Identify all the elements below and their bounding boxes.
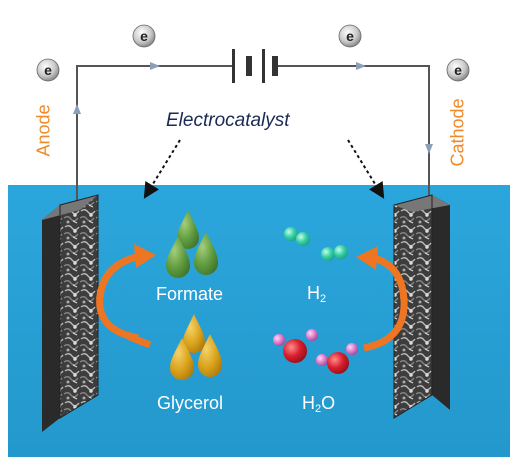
- h2-label: H2: [307, 283, 326, 305]
- formate-label: Formate: [156, 284, 224, 304]
- anode-electrode: [42, 194, 99, 432]
- electron-label: e: [346, 28, 354, 44]
- hydrogen-molecules-icon: [284, 227, 348, 261]
- glycerol-droplets-icon: [170, 314, 222, 380]
- electron-icon: [36, 24, 470, 82]
- glycerol-label: Glycerol: [157, 393, 224, 413]
- cathode-label: Cathode: [447, 98, 468, 167]
- h2-subscript: 2: [320, 293, 327, 305]
- reduction-arrow: [363, 254, 408, 352]
- electron-label: e: [454, 62, 462, 78]
- current-arrow-cathode: [425, 144, 433, 154]
- h2o-hydrogen: H: [302, 393, 315, 413]
- anode-label: Anode: [33, 104, 54, 157]
- current-arrow-anode: [73, 104, 81, 114]
- oxidation-arrow: [96, 252, 141, 342]
- formate-droplets-icon: [166, 210, 218, 278]
- circuit-wire: [76, 65, 430, 205]
- h2-symbol: H: [307, 283, 320, 303]
- reduction-arrowhead: [356, 246, 378, 270]
- anode-return-arrow: [128, 333, 152, 349]
- h2o-label: H2O: [302, 393, 335, 415]
- electron-label: e: [44, 62, 52, 78]
- water-molecules-icon: [273, 329, 358, 374]
- oxidation-arrowhead: [134, 244, 156, 268]
- catalyst-pointer-left: [143, 139, 181, 199]
- current-arrow-top-right: [356, 62, 366, 70]
- catalyst-pointer-right: [347, 139, 385, 199]
- h2o-oxygen: O: [321, 393, 336, 413]
- battery-icon: [232, 49, 278, 83]
- cathode-electrode: [393, 194, 450, 419]
- h2o-subscript: 2: [315, 403, 322, 415]
- electron-label: e: [140, 28, 148, 44]
- electrocatalyst-label: Electrocatalyst: [166, 110, 290, 131]
- current-arrow-top-left: [150, 62, 160, 70]
